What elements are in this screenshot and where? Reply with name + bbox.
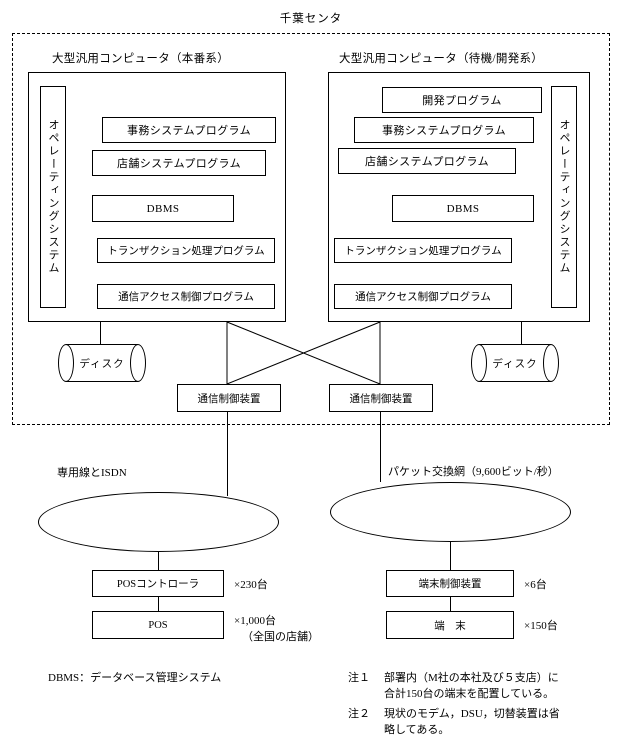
poscontroller-to-pos-line [158,597,159,611]
left-os-box: オペレーティングシステム [40,86,66,308]
left-disk-cap-left [58,344,74,382]
note-2: 注２ 現状のモデム，DSU，切替装置は省 略してある。 [348,706,614,738]
right-system-header: 大型汎用コンピュータ（待機/開発系） [339,53,544,65]
note-2-label: 注２ [348,708,370,720]
left-system-header: 大型汎用コンピュータ（本番系） [52,53,229,65]
pos-count-group: ×1,000台 （全国の店舗） [234,612,319,644]
left-comm-control-device: 通信制御装置 [177,384,281,412]
chiba-center-boundary [12,33,610,425]
note-1: 注１ 部署内（M社の本社及び５支店）に 合計150台の端末を配置している。 [348,670,614,702]
right-mainframe-frame [328,72,590,322]
right-network-cloud [330,482,571,542]
right-disk-cap-left [471,344,487,382]
left-disk-cap-right [130,344,146,382]
left-network-label: 専用線とISDN [57,467,127,479]
left-disk-label: ディスク [79,358,125,370]
note-1-line-2: 合計150台の端末を配置している。 [384,688,555,700]
left-cloud-to-poscontroller-line [158,552,159,570]
terminal-control-device-count: ×6台 [524,579,547,591]
right-disk-body [479,344,551,382]
right-os-box: オペレーティングシステム [551,86,577,308]
right-program-box-development: 開発プログラム [382,87,542,113]
dbms-legend: DBMS：データベース管理システム [48,672,222,684]
right-cloud-to-terminal-control-line [450,542,451,570]
right-disk-connector [521,322,522,344]
right-program-box-comm-access: 通信アクセス制御プログラム [334,284,512,309]
pos-controller-box: POSコントローラ [92,570,224,597]
pos-count: ×1,000台 [234,615,276,627]
left-program-box-comm-access: 通信アクセス制御プログラム [97,284,275,309]
right-program-box-business: 事務システムプログラム [354,117,534,143]
left-program-box-business: 事務システムプログラム [102,117,276,143]
note-2-line-1: 現状のモデム，DSU，切替装置は省 [384,708,560,720]
left-disk-body [66,344,138,382]
terminal-box: 端 末 [386,611,514,639]
right-network-trunk-line [380,412,381,482]
left-program-box-store: 店舗システムプログラム [92,150,266,176]
left-network-trunk-line [227,412,228,496]
left-program-box-dbms: DBMS [92,195,234,222]
right-program-box-dbms: DBMS [392,195,534,222]
right-program-box-transaction: トランザクション処理プログラム [334,238,512,263]
mainframe-crossconnect-lines [226,321,381,385]
left-mainframe-frame [28,72,286,322]
right-network-label: パケット交換網（9,600ビット/秒） [388,466,559,478]
left-disk-connector [100,322,101,344]
pos-count-sub: （全国の店舗） [242,631,319,643]
pos-controller-count: ×230台 [234,579,268,591]
left-disk: ディスク [58,344,146,382]
note-2-line-2: 略してある。 [384,724,450,736]
left-program-box-transaction: トランザクション処理プログラム [97,238,275,263]
note-1-line-1: 部署内（M社の本社及び５支店）に [384,672,559,684]
pos-box: POS [92,611,224,639]
page-title: 千葉センタ [279,13,343,25]
terminal-control-to-terminal-line [450,597,451,611]
note-1-label: 注１ [348,672,370,684]
right-disk-cap-right [543,344,559,382]
terminal-count: ×150台 [524,620,558,632]
right-program-box-store: 店舗システムプログラム [338,148,516,174]
terminal-control-device-box: 端末制御装置 [386,570,514,597]
right-disk-label: ディスク [492,358,538,370]
right-disk: ディスク [471,344,559,382]
left-network-cloud [38,492,279,552]
right-comm-control-device: 通信制御装置 [329,384,433,412]
